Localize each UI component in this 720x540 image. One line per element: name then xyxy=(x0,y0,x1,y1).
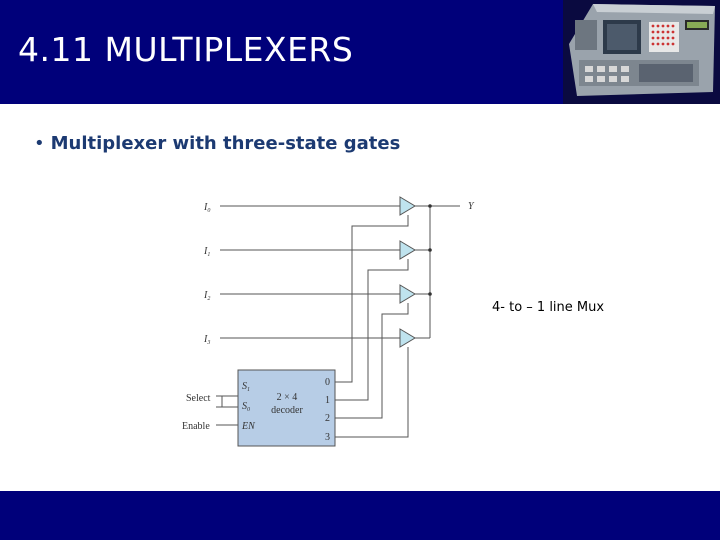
bullet-text: Multiplexer with three-state gates xyxy=(50,133,401,154)
decoder-input-s0: S0 xyxy=(242,401,250,413)
bullet-dot: • xyxy=(34,133,45,154)
input-label-2: I2 xyxy=(203,290,210,302)
decoder-output-2: 2 xyxy=(325,413,330,424)
decoder-block xyxy=(237,369,336,447)
footer-bar xyxy=(0,491,720,540)
decoder-output-3: 3 xyxy=(325,432,330,443)
slide-title: 4.11 MULTIPLEXERS xyxy=(18,30,354,69)
input-label-3: I3 xyxy=(203,334,210,346)
decoder-output-1: 1 xyxy=(325,395,330,406)
mux-circuit-diagram: I0 I1 I2 I3 Y Select Enable S1 S0 EN 2 ×… xyxy=(182,196,475,447)
input-label-1: I1 xyxy=(203,246,210,258)
input-label-0: I0 xyxy=(203,202,210,214)
diagram-caption: 4- to – 1 line Mux xyxy=(492,300,605,315)
decoder-input-en: EN xyxy=(241,421,256,432)
decoder-input-s1: S1 xyxy=(242,381,250,393)
decoder-title-line1: 2 × 4 xyxy=(277,392,298,403)
select-label: Select xyxy=(186,393,211,404)
title-bar: 4.11 MULTIPLEXERS xyxy=(0,0,720,104)
decoder-output-0: 0 xyxy=(325,377,330,388)
logic-trainer-board-image xyxy=(563,0,720,104)
decoder-title-line2: decoder xyxy=(271,405,303,416)
enable-label: Enable xyxy=(182,421,210,432)
three-state-buffers xyxy=(399,196,416,348)
output-label: Y xyxy=(468,201,475,212)
bullet-item: •Multiplexer with three-state gates xyxy=(34,133,400,154)
